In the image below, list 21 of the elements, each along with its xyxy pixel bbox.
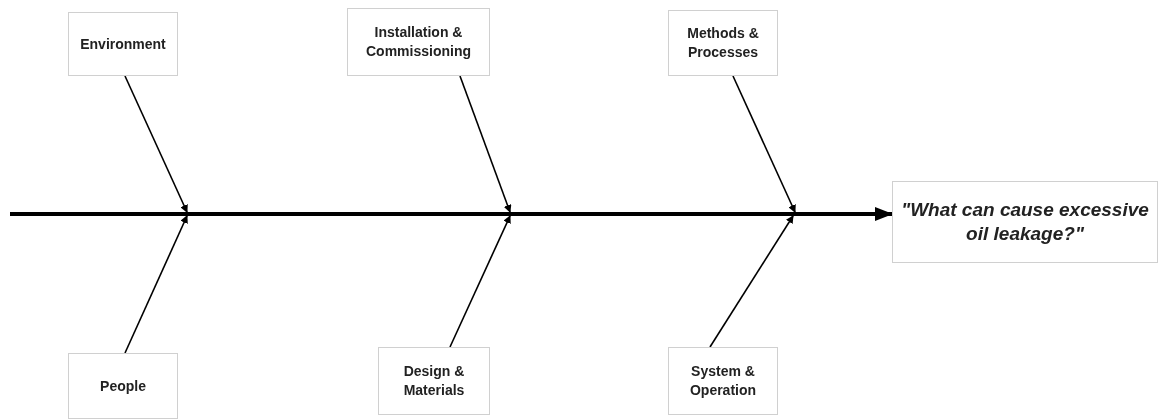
category-label: Methods & Processes (686, 24, 760, 62)
problem-box (892, 181, 1158, 263)
category-box (668, 347, 778, 415)
category-box (347, 8, 490, 76)
cause-arrow (459, 75, 512, 213)
cause-arrow (709, 215, 794, 348)
spine-arrow (10, 207, 893, 221)
category-box (378, 347, 490, 415)
category-box (68, 12, 178, 76)
category-label: System & Operation (688, 362, 758, 400)
problem-text: "What can cause excessive oil leakage?" (900, 198, 1150, 246)
cause-arrow (124, 75, 188, 213)
category-label: Design & Materials (402, 362, 466, 400)
cause-arrow (732, 75, 796, 213)
category-label: People (100, 376, 146, 396)
category-label: Environment (80, 34, 166, 54)
category-box (668, 10, 778, 76)
cause-arrow (124, 215, 188, 354)
category-label: Installation & Commissioning (365, 23, 472, 61)
cause-arrow (449, 215, 511, 348)
category-box (68, 353, 178, 419)
